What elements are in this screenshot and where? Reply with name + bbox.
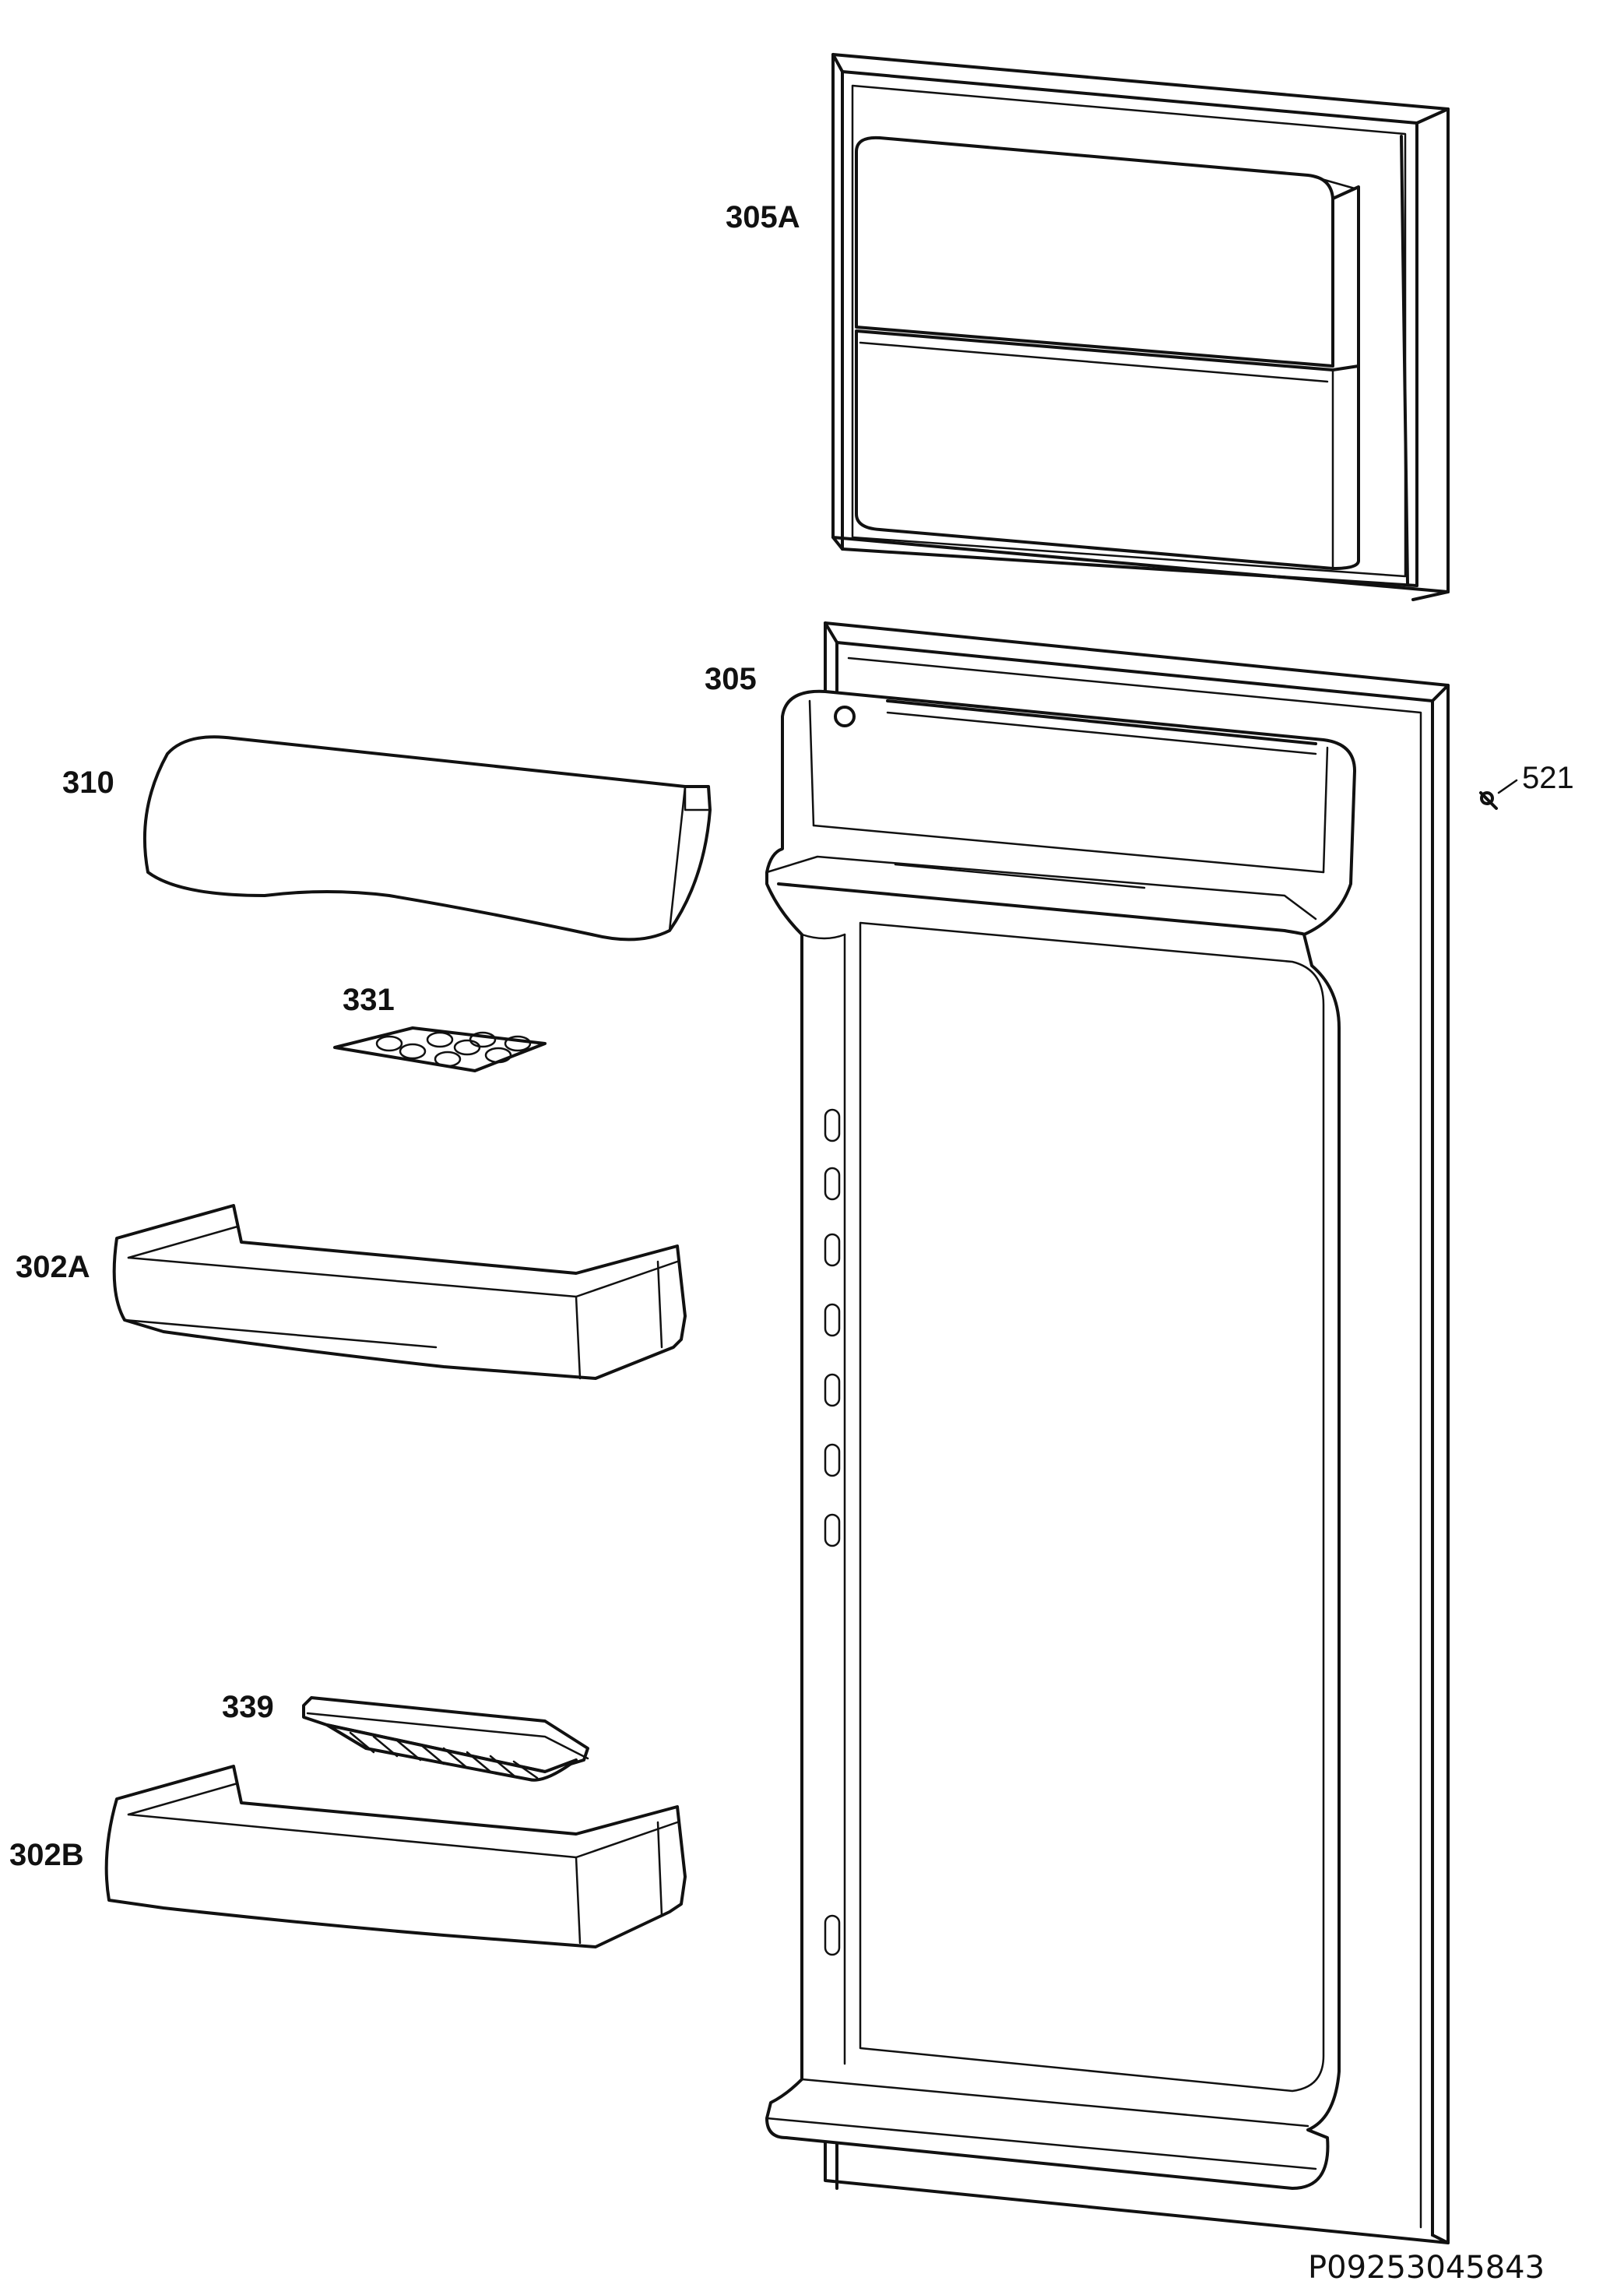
label-305: 305: [705, 662, 757, 696]
egg-tray: [333, 1026, 547, 1072]
label-302A: 302A: [16, 1250, 90, 1284]
shelf-rail-slots: [824, 1108, 841, 1956]
label-521: 521: [1522, 761, 1574, 795]
fridge-door: [765, 621, 1450, 2244]
lower-door-shelf: [104, 1765, 687, 1948]
screw: [1479, 779, 1518, 810]
upper-cover: [142, 735, 712, 942]
label-305A: 305A: [726, 200, 800, 234]
label-339: 339: [222, 1690, 274, 1724]
label-331: 331: [343, 983, 395, 1017]
retainer-hatching: [349, 1731, 539, 1779]
label-310: 310: [62, 766, 114, 800]
upper-door-shelf: [112, 1204, 687, 1380]
freezer-door: [831, 53, 1450, 601]
reference-code: P09253045843: [1308, 2250, 1545, 2286]
label-302B: 302B: [9, 1838, 84, 1872]
bottle-retainer: [302, 1696, 589, 1782]
